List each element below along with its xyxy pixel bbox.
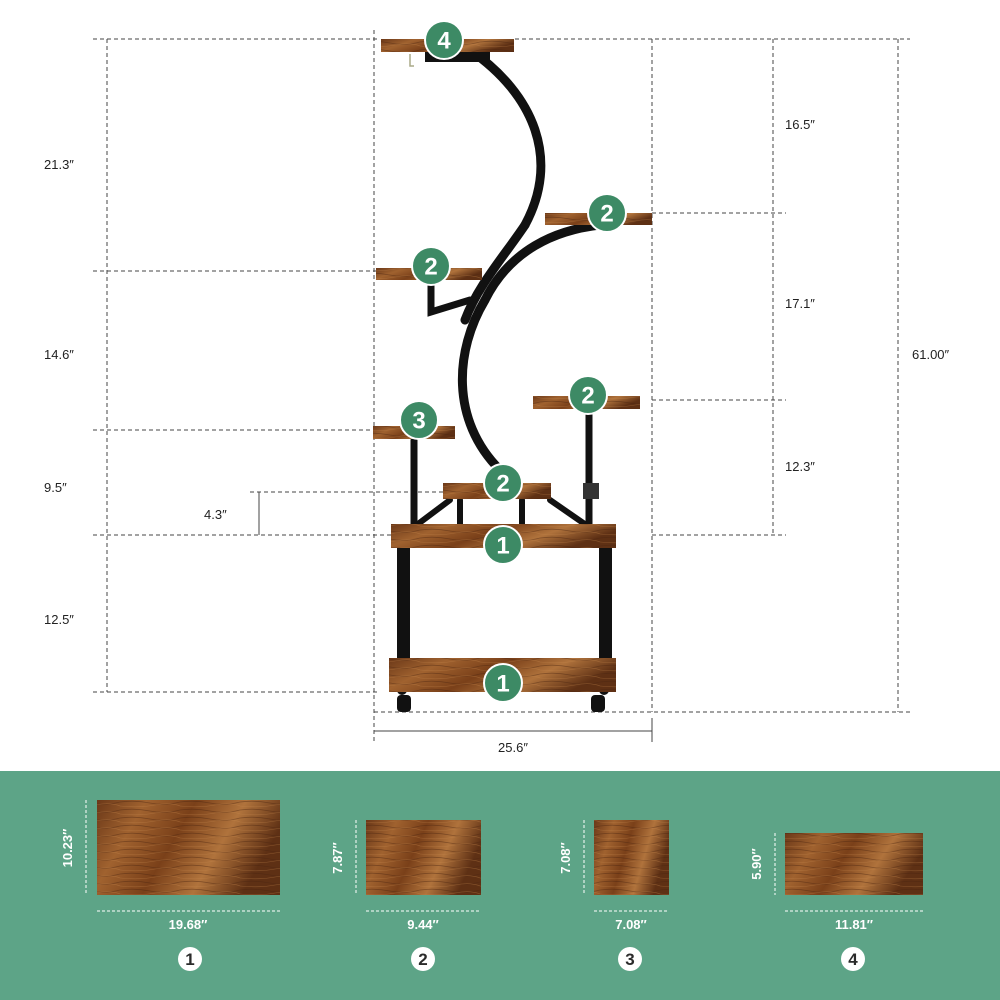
svg-text:2: 2 [418, 950, 427, 969]
svg-text:2: 2 [600, 201, 613, 228]
frame-upper-right-arm [480, 220, 605, 305]
board-2-number-badge [411, 947, 435, 971]
board-3-height: 7.08″ [558, 842, 573, 874]
frame-middle-arc [457, 295, 505, 475]
board-1-number-badge [178, 947, 202, 971]
label-top-section: 21.3″ [44, 157, 74, 172]
badge-center-small: 2 [483, 463, 523, 503]
svg-text:2: 2 [424, 254, 437, 281]
badge-main-bottom: 1 [483, 663, 523, 703]
board-2: 7.87″ 9.44″ 2 [330, 820, 481, 971]
dimension-lines [93, 30, 910, 742]
shelf-badges: 4 2 2 2 3 2 1 1 [399, 20, 627, 703]
metal-frame [397, 45, 612, 695]
top-bracket [425, 52, 490, 62]
board-2-width: 9.44″ [407, 917, 439, 932]
badge-left-small: 3 [399, 400, 439, 440]
badge-mid-right: 2 [568, 375, 608, 415]
label-right-middle: 17.1″ [785, 296, 815, 311]
board-4-width: 11.81″ [835, 917, 873, 932]
svg-text:4: 4 [437, 28, 451, 55]
board-3-width: 7.08″ [615, 917, 647, 932]
hook-icon [409, 54, 414, 67]
board-3: 7.08″ 7.08″ 3 [558, 820, 669, 971]
label-width: 25.6″ [498, 740, 528, 755]
svg-text:1: 1 [185, 950, 194, 969]
caster-wheel-right [591, 695, 605, 712]
frame-upper-arc [465, 45, 546, 230]
badge-top-shelf: 4 [424, 20, 464, 60]
svg-text:3: 3 [412, 408, 425, 435]
svg-text:2: 2 [581, 383, 594, 410]
badge-upper-left: 2 [411, 246, 451, 286]
board-4-number-badge [841, 947, 865, 971]
board-1-height: 10.23″ [60, 829, 75, 868]
svg-text:4: 4 [848, 950, 858, 969]
board-swatches: 10.23″ 19.68″ 1 7.87″ 9.44″ 2 [60, 800, 923, 971]
badge-main-top: 1 [483, 525, 523, 565]
board-4: 5.90″ 11.81″ 4 [749, 833, 923, 971]
label-right-top: 16.5″ [785, 117, 815, 132]
board-3-number-badge [618, 947, 642, 971]
caster-wheels [397, 695, 605, 712]
frame-upper-descent [460, 220, 530, 325]
svg-text:1: 1 [496, 533, 509, 560]
frame-left-upper-support [427, 278, 474, 317]
badge-upper-right: 2 [587, 193, 627, 233]
label-step: 4.3″ [204, 507, 227, 522]
svg-text:3: 3 [625, 950, 634, 969]
label-mid-section: 14.6″ [44, 347, 74, 362]
label-total-height: 61.00″ [912, 347, 950, 362]
dimension-labels: 21.3″ 14.6″ 9.5″ 4.3″ 12.5″ 16.5″ 17.1″ … [44, 117, 950, 755]
label-lower-section: 9.5″ [44, 480, 67, 495]
board-1-width: 19.68″ [169, 917, 208, 932]
caster-wheel-left [397, 695, 411, 712]
label-base: 12.5″ [44, 612, 74, 627]
label-right-lower: 12.3″ [785, 459, 815, 474]
svg-text:2: 2 [496, 471, 509, 498]
board-2-height: 7.87″ [330, 842, 345, 874]
hook-clip [583, 483, 599, 499]
svg-text:1: 1 [496, 671, 509, 698]
board-4-height: 5.90″ [749, 848, 764, 880]
board-1: 10.23″ 19.68″ 1 [60, 800, 280, 971]
